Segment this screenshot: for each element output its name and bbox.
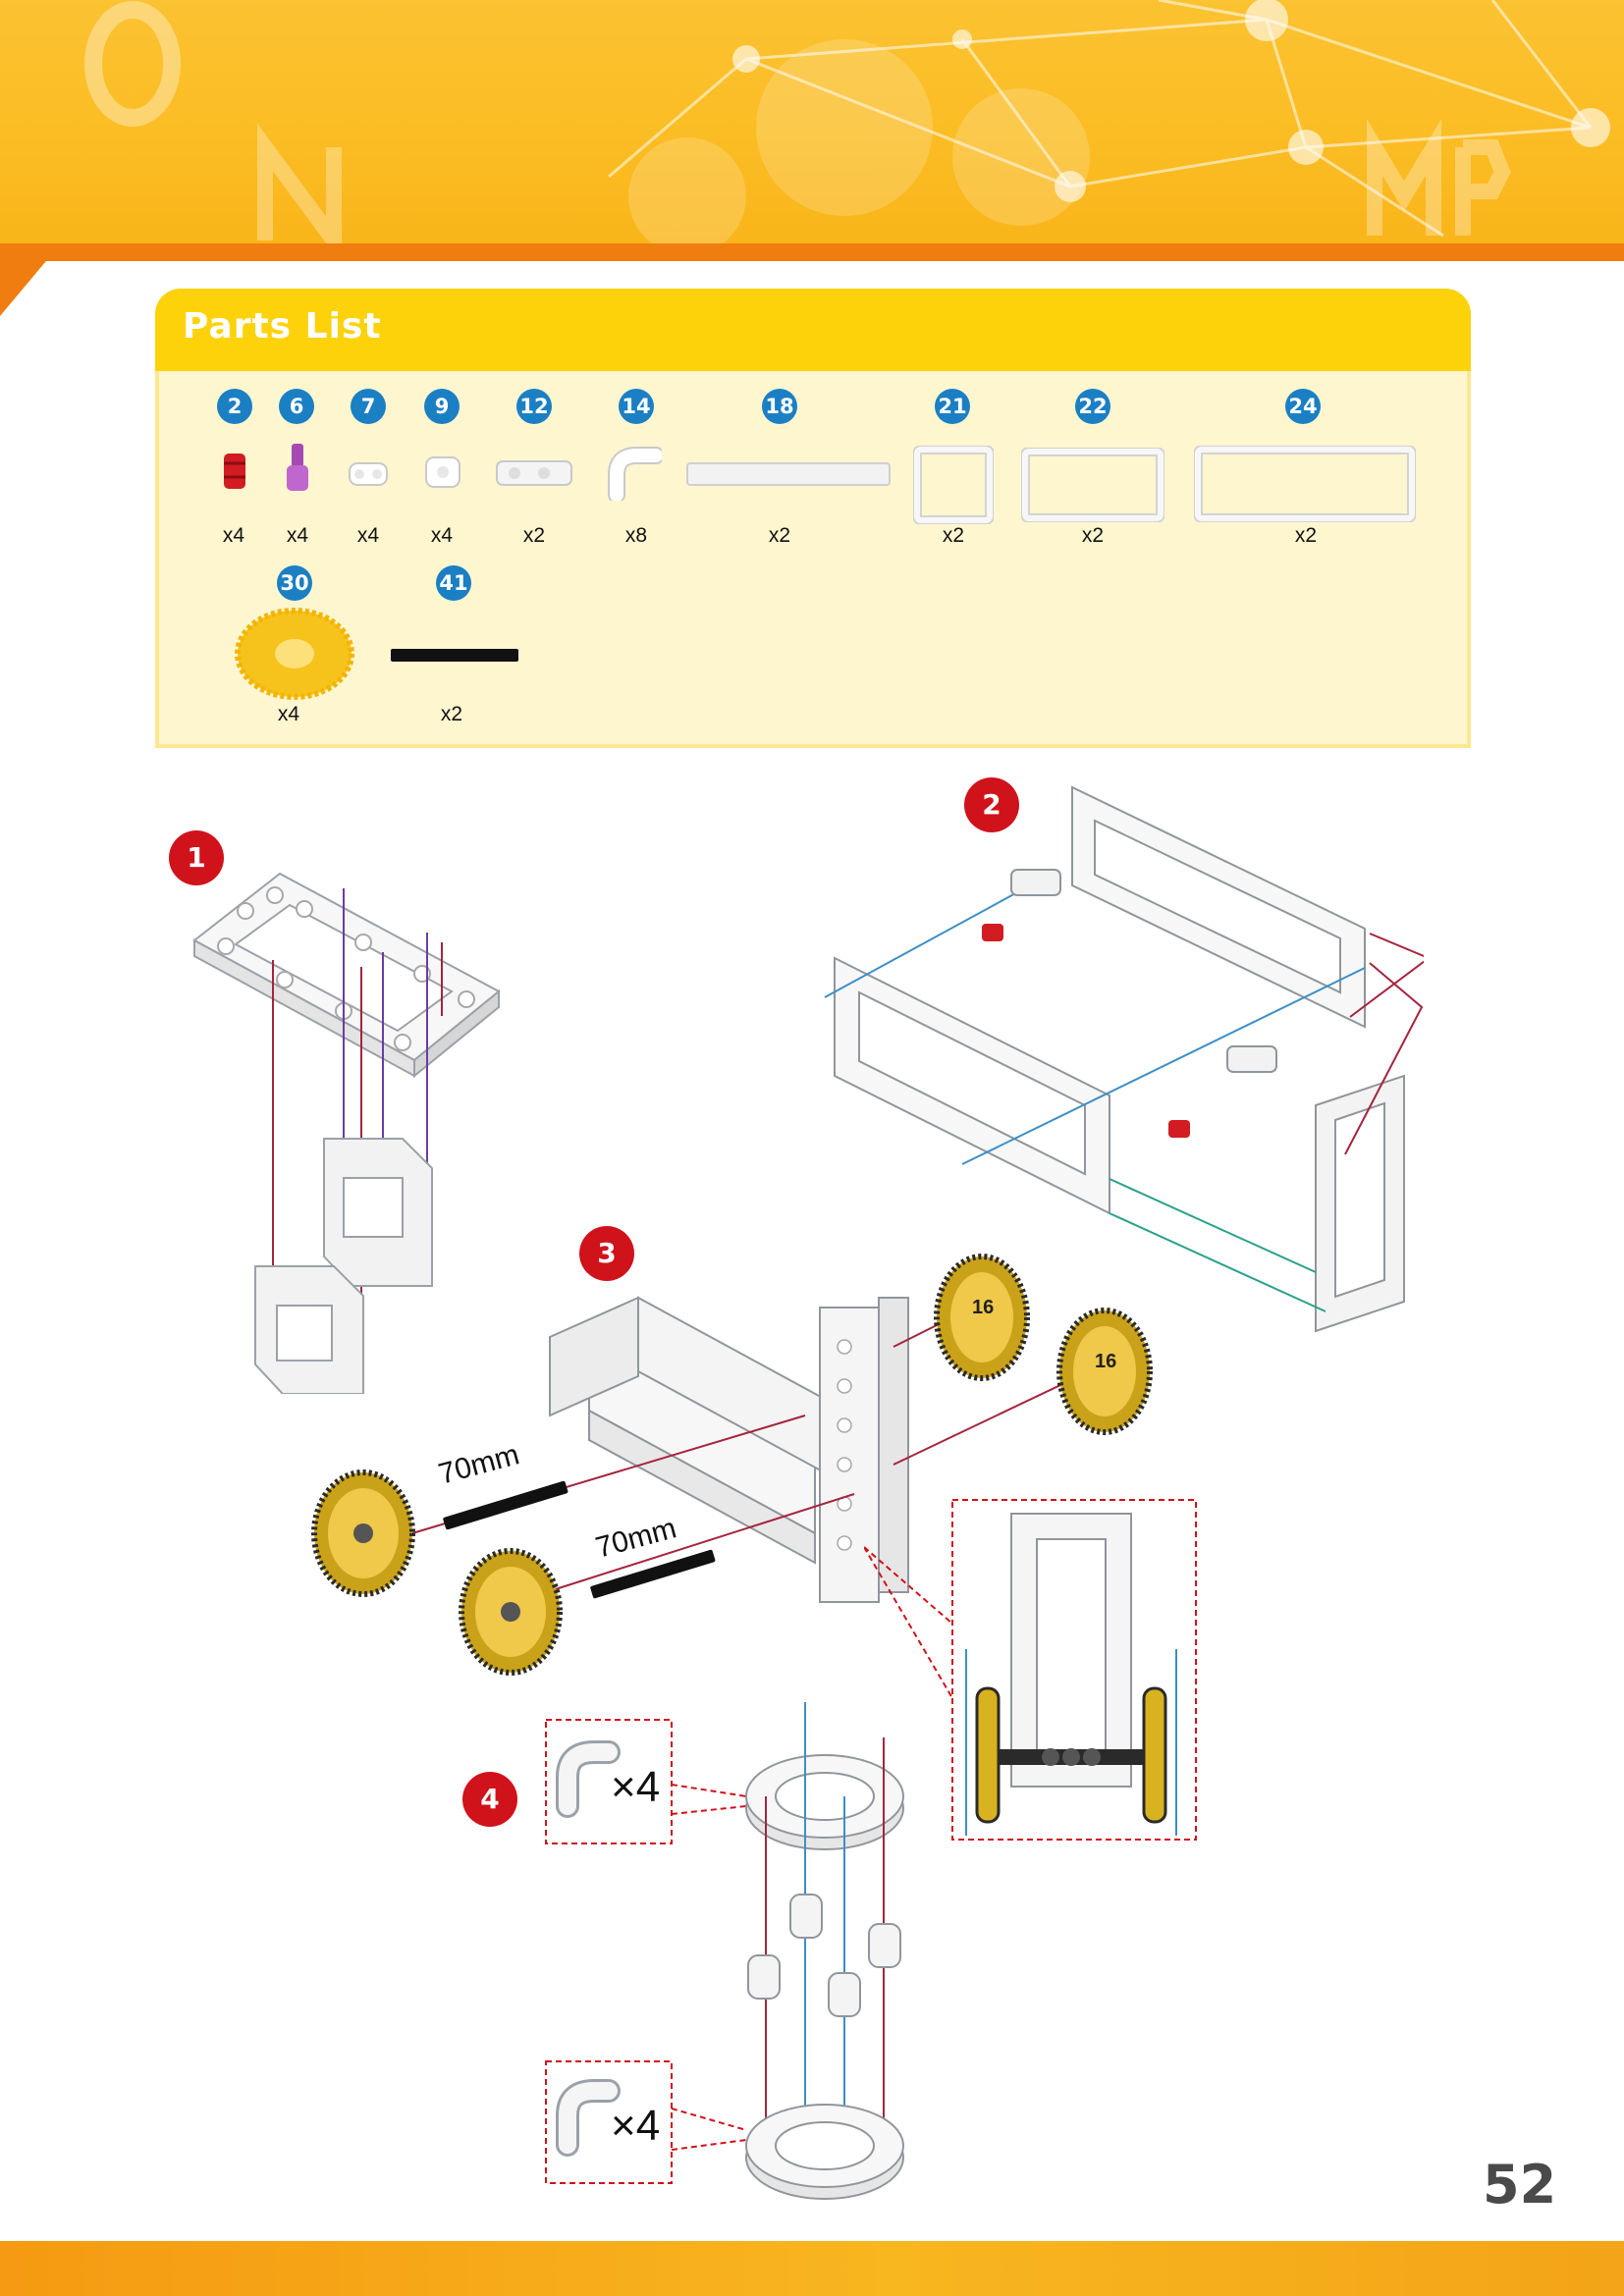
gear-tooth-count-label: 16	[1095, 1351, 1116, 1372]
elbow-multiplier-top: ×4	[611, 1763, 660, 1811]
part-quantity: x2	[1081, 524, 1105, 547]
parts-list-title-bar: Parts List	[155, 289, 1471, 371]
gear-tooth-count-label: 16	[972, 1297, 994, 1318]
step-1-badge: 1	[169, 830, 224, 885]
black-axle-icon	[391, 649, 518, 662]
yellow-gear-icon	[235, 608, 354, 700]
part-number-badge: 12	[516, 389, 552, 424]
part-quantity: x8	[624, 524, 648, 547]
part-quantity: x4	[286, 524, 309, 547]
part-quantity: x2	[1294, 524, 1318, 547]
gear-wheel-back-right: 16	[1056, 1308, 1153, 1435]
header-banner	[0, 0, 1624, 245]
white-large-frame-icon	[1194, 446, 1416, 522]
white-elbow-connector-icon	[608, 447, 662, 501]
part-quantity: x4	[277, 703, 300, 725]
part-quantity: x2	[768, 524, 791, 547]
part-number-badge: 7	[351, 389, 386, 424]
white-connector-icon	[349, 462, 388, 486]
elbow-connector-icon	[556, 1740, 621, 1818]
part-number-badge: 22	[1075, 389, 1110, 424]
part-quantity: x2	[942, 524, 965, 547]
part-quantity: x4	[222, 524, 245, 547]
white-straight-beam-icon	[686, 462, 891, 486]
white-connector-icon	[425, 456, 460, 488]
part-quantity: x2	[440, 703, 463, 725]
purple-axle-peg-icon	[287, 444, 308, 491]
parts-list-panel: Parts List 2 x4 6 x4 7	[155, 289, 1471, 748]
part-number-badge: 6	[279, 389, 314, 424]
white-medium-frame-icon	[1021, 448, 1164, 522]
red-connector-peg-icon	[224, 454, 245, 489]
step-3-badge: 3	[579, 1226, 634, 1281]
step-4-diagram: ×4 ×4	[545, 1702, 904, 2200]
step-1-diagram	[192, 872, 501, 1394]
part-quantity: x4	[356, 524, 380, 547]
step-3-diagram: 70mm 70mm 16 16	[311, 1254, 1153, 1676]
step-2-badge: 2	[964, 777, 1019, 832]
part-number-badge: 41	[436, 565, 471, 601]
step-2-diagram	[824, 785, 1424, 1333]
step-4-badge: 4	[462, 1772, 517, 1827]
step-3-detail-callout	[864, 1499, 1197, 1841]
header-corner-fold	[0, 243, 61, 316]
header-rule	[0, 243, 1624, 261]
axle-length-label-2: 70mm	[592, 1512, 679, 1564]
gear-wheel-back-left: 16	[934, 1254, 1030, 1381]
gear-wheel-front-right	[459, 1548, 563, 1676]
footer-band	[0, 2241, 1624, 2296]
gear-wheel-front-left	[311, 1469, 415, 1597]
white-small-frame-icon	[913, 446, 994, 524]
part-number-badge: 14	[619, 389, 654, 424]
parts-list-title: Parts List	[183, 306, 382, 347]
part-number-badge: 30	[277, 565, 312, 601]
ring-top	[745, 1754, 904, 1850]
part-quantity: x4	[430, 524, 454, 547]
elbow-connector-icon	[556, 2079, 621, 2157]
part-number-badge: 21	[935, 389, 970, 424]
elbow-multiplier-bottom: ×4	[611, 2102, 660, 2150]
part-number-badge: 24	[1285, 389, 1321, 424]
ring-bottom	[745, 2104, 904, 2200]
part-number-badge: 18	[762, 389, 797, 424]
molecule-network-decoration	[84, 0, 1610, 245]
part-number-badge: 2	[217, 389, 252, 424]
parts-list-body: 2 x4 6 x4 7 x4	[155, 371, 1471, 748]
axle-length-label-1: 70mm	[435, 1438, 522, 1490]
part-quantity: x2	[522, 524, 546, 547]
part-number-badge: 9	[424, 389, 460, 424]
page-number: 52	[1483, 2154, 1557, 2216]
white-beam-connector-icon	[496, 460, 572, 486]
